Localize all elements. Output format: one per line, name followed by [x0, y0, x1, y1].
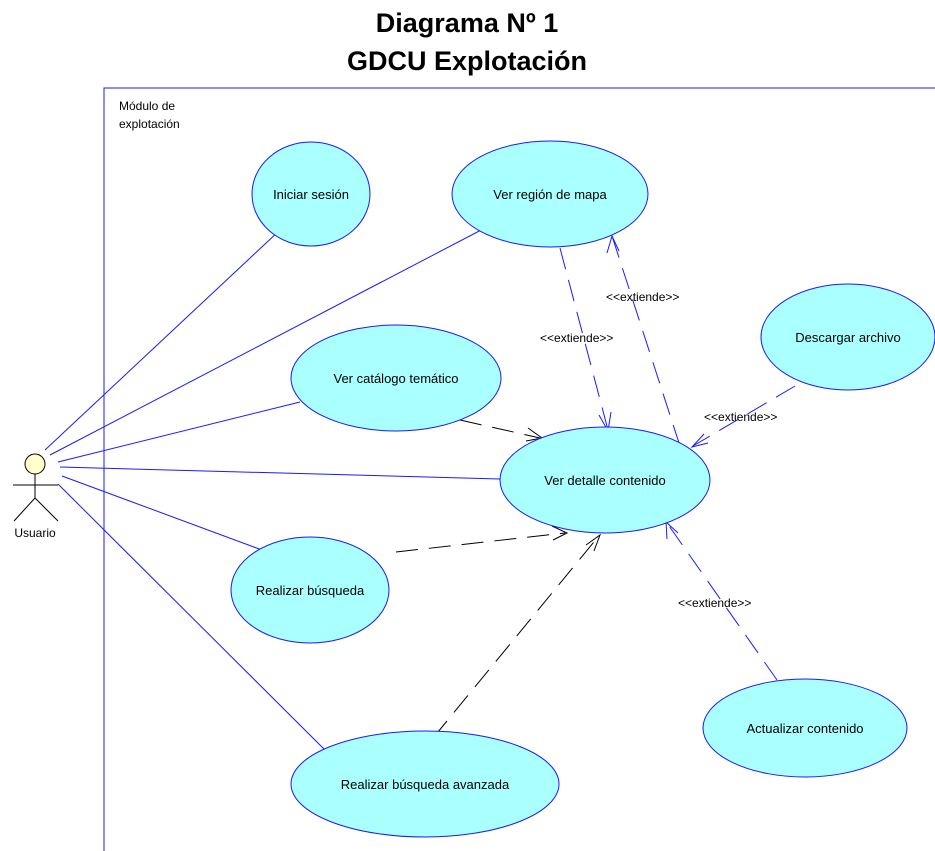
stereotype-extiende-descargar: <<extiende>>	[704, 410, 777, 424]
usecase-busqueda-avanzada[interactable]	[290, 730, 560, 838]
usecase-descargar-archivo[interactable]	[760, 283, 935, 391]
actor-right-leg	[34, 497, 59, 522]
assoc-realizar-busqueda	[61, 475, 263, 551]
assoc-ver-region-mapa	[49, 227, 486, 456]
system-boundary	[103, 87, 935, 851]
extend-detalle-to-mapa	[611, 235, 681, 447]
actor-usuario[interactable]	[13, 453, 59, 522]
usecase-actualizar-contenido[interactable]	[702, 678, 908, 778]
arrowhead-busqueda-avanzada-detalle	[585, 533, 602, 552]
boundary-label-line1: Módulo de	[119, 99, 175, 113]
diagram-subtitle: GDCU Explotación	[347, 46, 587, 76]
boundary-label-line2: explotación	[119, 117, 180, 131]
arrowhead-detalle-to-mapa	[606, 234, 620, 254]
usecase-ver-region-mapa[interactable]	[451, 140, 649, 248]
usecase-ver-catalogo-label: Ver catálogo temático	[333, 371, 458, 386]
usecase-realizar-busqueda[interactable]	[230, 536, 390, 644]
usecase-ver-catalogo[interactable]	[290, 324, 502, 432]
usecase-busqueda-avanzada-label: Realizar búsqueda avanzada	[341, 777, 510, 792]
assoc-ver-catalogo	[57, 401, 301, 463]
extend-descargar-detalle	[692, 385, 796, 447]
arrowhead-busqueda-detalle	[551, 525, 569, 541]
usecase-ver-detalle-label: Ver detalle contenido	[544, 473, 665, 488]
assoc-busqueda-avanzada	[57, 483, 326, 751]
usecase-ver-region-mapa-label: Ver región de mapa	[493, 187, 607, 202]
actor-label: Usuario	[14, 526, 56, 540]
actor-left-leg	[13, 497, 36, 522]
assoc-ver-detalle	[59, 466, 501, 480]
dep-busqueda-avanzada-detalle	[432, 536, 599, 739]
arrowhead-descargar-detalle	[690, 433, 709, 448]
actor-head	[24, 453, 46, 475]
stereotype-extiende-mapa-left: <<extiende>>	[540, 331, 613, 345]
usecase-iniciar-sesion[interactable]	[251, 141, 371, 247]
usecase-ver-detalle[interactable]	[499, 426, 711, 534]
stereotype-extiende-actualizar: <<extiende>>	[678, 596, 751, 610]
diagram-title: Diagrama Nº 1	[376, 8, 558, 38]
usecase-actualizar-contenido-label: Actualizar contenido	[746, 721, 863, 736]
usecase-iniciar-sesion-label: Iniciar sesión	[273, 187, 349, 202]
dep-catalogo-detalle	[459, 419, 541, 439]
usecase-descargar-archivo-label: Descargar archivo	[795, 330, 901, 345]
assoc-iniciar-sesion	[44, 229, 281, 451]
dep-busqueda-detalle	[395, 532, 566, 553]
usecase-realizar-busqueda-label: Realizar búsqueda	[256, 583, 365, 598]
stereotype-extiende-mapa-right: <<extiende>>	[606, 290, 679, 304]
